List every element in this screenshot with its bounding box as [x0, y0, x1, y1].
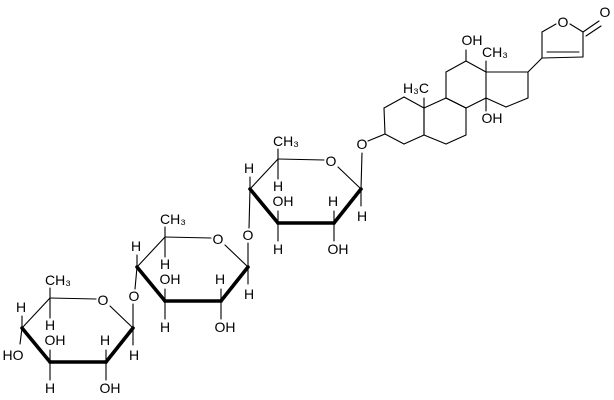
hydroxyl-label: HO [3, 347, 24, 363]
methyl-label: H₃C [403, 80, 429, 96]
ring-bond-bold [104, 326, 135, 364]
carbonyl-oxygen-label: O [600, 4, 611, 20]
hydrogen-label: H [328, 193, 338, 209]
ring-bond [249, 158, 279, 190]
ring-bond [224, 244, 249, 268]
glycosidic-oxygen-label: O [243, 227, 254, 243]
ring-oxygen-label: O [558, 14, 569, 30]
ring-bond [277, 158, 325, 161]
hydroxyl-label: OH [273, 193, 294, 209]
hydroxyl-label: OH [462, 32, 483, 48]
hydrogen-label: H [160, 256, 170, 272]
hydroxyl-label: OH [45, 332, 66, 348]
bond [541, 56, 584, 59]
hydrogen-label: H [100, 332, 110, 348]
ring-oxygen-label: O [98, 292, 109, 308]
ring-bond-bold [20, 326, 52, 364]
bonds [19, 20, 602, 381]
steroid-bond [383, 107, 386, 135]
steroid-bond [485, 97, 507, 108]
ring-oxygen-label: O [213, 231, 224, 247]
bond [541, 23, 557, 33]
methyl-label: CH₃ [482, 44, 508, 60]
hydrogen-label: H [244, 160, 254, 176]
ring-bond-bold [248, 187, 280, 225]
hydrogen-label: H [131, 238, 141, 254]
steroid-bond [505, 97, 529, 108]
steroid-bond [445, 60, 467, 73]
hydroxyl-label: OH [328, 241, 349, 257]
bond [19, 327, 23, 345]
steroid-bond [383, 96, 405, 109]
hydroxyl-label: OH [160, 271, 181, 287]
bond [248, 188, 251, 229]
hydrogen-label: H [357, 208, 367, 224]
ring-bond [136, 236, 166, 268]
ring-bond [49, 297, 97, 300]
ring-oxygen-label: O [326, 153, 337, 169]
hydrogen-label: H [129, 347, 139, 363]
hydroxyl-label: OH [482, 110, 503, 126]
double-bond [585, 25, 602, 37]
ring-bond [109, 305, 134, 329]
ring-bond-bold [219, 265, 250, 303]
methyl-label: CH₃ [45, 272, 71, 288]
bond [367, 133, 386, 142]
steroid-bond [445, 97, 467, 109]
steroid-bond [403, 96, 425, 109]
bond [360, 152, 363, 190]
methyl-label: CH₃ [273, 133, 299, 149]
double-bond [582, 20, 600, 33]
glycosidic-oxygen-label: O [357, 136, 368, 152]
steroid-bond [423, 134, 447, 145]
hydrogen-label: H [215, 271, 225, 287]
ring-bond [337, 166, 362, 190]
glycosidic-oxygen-label: O [129, 288, 140, 304]
bond [569, 23, 584, 33]
hydrogen-label: H [273, 241, 283, 257]
hydrogen-label: H [160, 319, 170, 335]
bond [134, 266, 138, 290]
hydrogen-label: H [45, 317, 55, 333]
ring-bond [164, 236, 212, 239]
hydroxyl-label: OH [215, 319, 236, 335]
bond [527, 57, 543, 73]
steroid-bond [465, 97, 487, 109]
hydrogen-label: H [45, 380, 55, 396]
hydrogen-label: H [16, 299, 26, 315]
methyl-label: CH₃ [160, 211, 186, 227]
ring-bond-bold [135, 265, 167, 303]
ring-bond [21, 297, 51, 329]
steroid-bond [445, 134, 467, 145]
atom-labels: CH₃OHHOHHHOHHHOCH₃OHHOHHHOHHCH₃OHHOHHHOH… [1, 3, 612, 398]
steroid-bond [403, 134, 425, 145]
steroid-bond [465, 60, 487, 73]
hydroxyl-label: OH [100, 380, 121, 396]
ring-bond-bold [332, 187, 363, 225]
steroid-bond [384, 133, 405, 145]
steroid-bond [423, 97, 447, 109]
hydrogen-label: H [244, 286, 254, 302]
hydrogen-label: H [273, 178, 283, 194]
